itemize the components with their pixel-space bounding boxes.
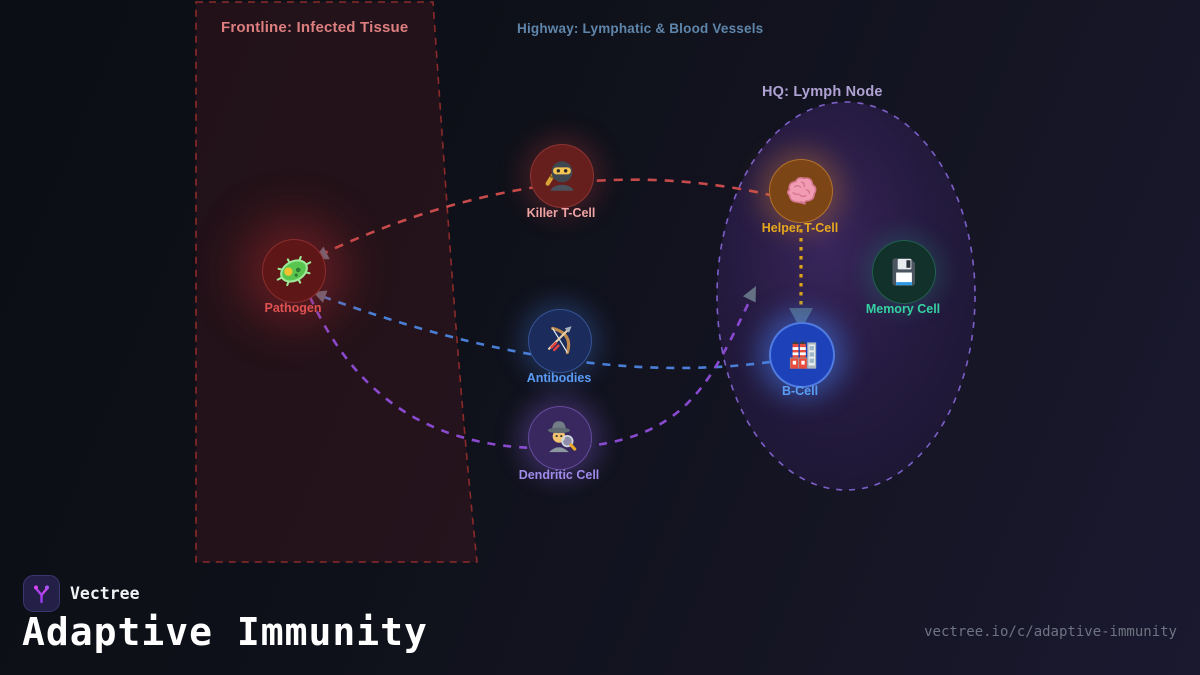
- region-label-hq: HQ: Lymph Node: [762, 84, 883, 100]
- detective-icon: [547, 421, 577, 453]
- arrowhead-helper-purple: [743, 286, 756, 303]
- node-label-killer-t-cell: Killer T-Cell: [526, 206, 596, 220]
- node-label-memory-cell: Memory Cell: [865, 302, 941, 316]
- pathogen-circle: [262, 239, 326, 303]
- node-label-helper-t-cell: Helper T-Cell: [761, 221, 839, 235]
- factory-icon: [789, 341, 817, 369]
- edge-killer-to-pathogen: [315, 178, 792, 259]
- region-label-highway: Highway: Lymphatic & Blood Vessels: [517, 21, 764, 36]
- ninja-icon: [545, 161, 574, 191]
- dendritic-cell-circle: [528, 406, 592, 470]
- arrowhead-bcell-yellow: [789, 308, 813, 330]
- brand-row: Vectree: [23, 575, 140, 612]
- helper-t-cell-circle: [769, 159, 833, 223]
- vectree-logo-icon: [23, 575, 60, 612]
- killer-t-cell-circle: [530, 144, 594, 208]
- brain-icon: [786, 177, 817, 205]
- bow-arrow-icon: [547, 326, 572, 355]
- page-title: Adaptive Immunity: [22, 610, 428, 654]
- brand-name: Vectree: [70, 584, 140, 603]
- memory-cell-circle: [872, 240, 936, 304]
- footer: Vectree Adaptive Immunity vectree.io/c/a…: [0, 568, 1200, 675]
- floppy-disk-icon: [892, 258, 916, 286]
- node-label-dendritic-cell: Dendritic Cell: [518, 468, 600, 482]
- page-url: vectree.io/c/adaptive-immunity: [924, 624, 1177, 640]
- b-cell-circle: [769, 322, 835, 388]
- node-label-antibodies: Antibodies: [526, 371, 592, 385]
- edge-dendritic-to-helper: [308, 296, 751, 450]
- region-label-frontline: Frontline: Infected Tissue: [221, 19, 409, 36]
- region-frontline: [195, 1, 478, 563]
- node-label-pathogen: Pathogen: [264, 301, 322, 315]
- antibodies-circle: [528, 309, 592, 373]
- microbe-icon: [276, 255, 312, 287]
- node-label-b-cell: B-Cell: [781, 384, 819, 398]
